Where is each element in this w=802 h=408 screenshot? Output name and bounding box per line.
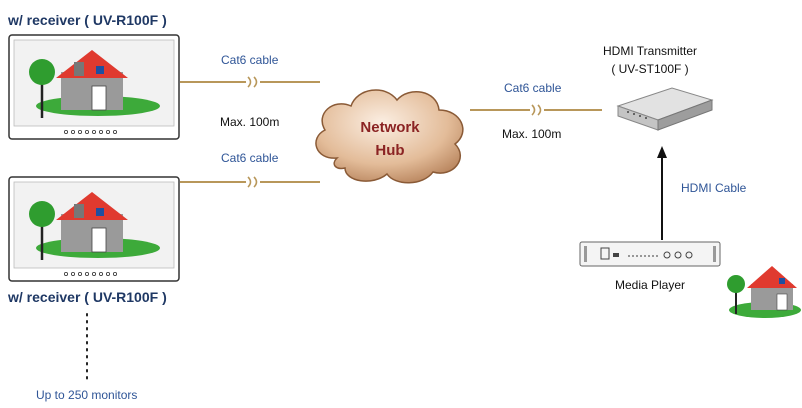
top-receiver-label: w/ receiver ( UV-R100F ): [8, 12, 167, 28]
cat6-cable-bottom-label: Cat6 cable: [221, 151, 279, 165]
cat6-cable-bottom: [180, 176, 320, 188]
transmitter-label-line1: HDMI Transmitter: [602, 44, 697, 58]
hdmi-cable-arrow: [657, 146, 667, 240]
more-monitors-dots: [86, 313, 88, 381]
media-player-label: Media Player: [614, 278, 686, 292]
media-player-icon: [579, 241, 721, 267]
cat6-cable-top: [180, 76, 320, 88]
cat6-cable-right-label: Cat6 cable: [504, 81, 562, 95]
cat6-cable-right: [470, 104, 602, 116]
monitors-note: Up to 250 monitors: [36, 388, 138, 402]
bottom-monitor-icon: [8, 176, 180, 282]
top-cable-distance: Max. 100m: [220, 115, 280, 129]
bottom-receiver-label: w/ receiver ( UV-R100F ): [8, 289, 167, 305]
hdmi-cable-label: HDMI Cable: [681, 181, 747, 195]
hub-label-line2: Hub: [375, 142, 405, 159]
top-monitor-icon: [8, 34, 180, 140]
cat6-cable-top-label: Cat6 cable: [221, 53, 279, 67]
network-hub-cloud-icon: [315, 89, 464, 184]
hdmi-transmitter-icon: [616, 87, 714, 131]
right-cable-distance: Max. 100m: [502, 127, 562, 141]
house-content-icon: [727, 266, 801, 318]
hub-label-line1: Network: [360, 119, 420, 136]
transmitter-label-line2: ( UV-ST100F ): [611, 62, 689, 76]
